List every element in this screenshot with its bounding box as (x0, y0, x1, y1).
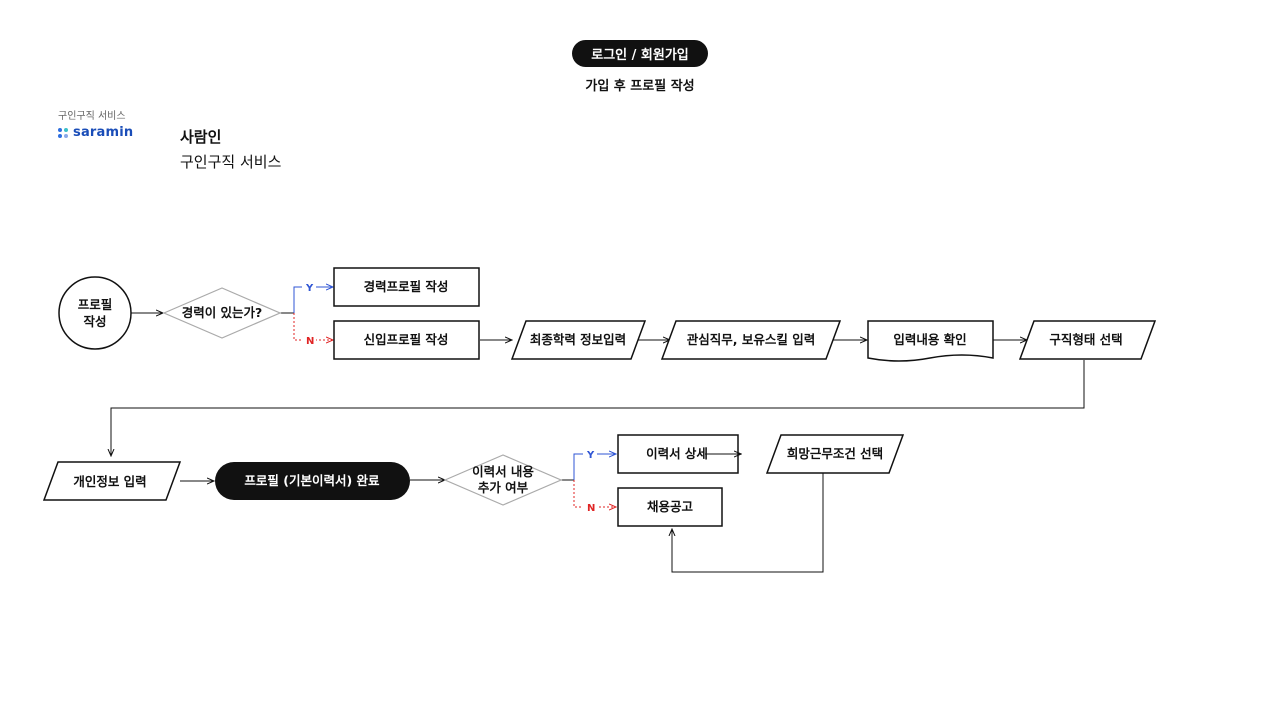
job-type-input-node: 구직형태 선택 (1018, 320, 1157, 360)
decision-career-label: 경력이 있는가? (182, 305, 263, 320)
connector-conditions-to-posting (672, 473, 824, 573)
brand-name: 사람인 (180, 128, 222, 146)
connector-jobtype-to-personal (111, 360, 1085, 456)
branch-yes-career (293, 287, 333, 313)
job-skill-label: 관심직무, 보유스킬 입력 (687, 332, 815, 347)
education-input-node: 최종학력 정보입력 (510, 320, 647, 360)
header-title-pill: 로그인 / 회원가입 (572, 40, 708, 67)
yes-label-career: Y (305, 283, 314, 294)
yes-label-resume: Y (586, 450, 595, 461)
saramin-logo: saramin (58, 125, 133, 140)
start-label-line1: 프로필 (78, 297, 113, 312)
branch-career (293, 287, 616, 507)
new-profile-node: 신입프로필 작성 (333, 320, 480, 360)
resume-detail-node: 이력서 상세 (617, 434, 741, 474)
branch-no-career (293, 313, 333, 340)
start-node: 프로필 작성 (58, 276, 132, 350)
decision-career: 경력이 있는가? (162, 287, 282, 339)
job-skill-input-node: 관심직무, 보유스킬 입력 (660, 320, 842, 360)
connectors (111, 313, 1085, 573)
confirm-document-node: 입력내용 확인 (867, 320, 994, 362)
resume-detail-label: 이력서 상세 (646, 446, 708, 461)
profile-done-node: 프로필 (기본이력서) 완료 (215, 462, 410, 500)
no-label-career: N (306, 336, 314, 347)
personal-info-input-node: 개인정보 입력 (42, 461, 182, 501)
decision-resume-label-line1: 이력서 내용 (472, 464, 534, 479)
header-subtitle: 가입 후 프로필 작성 (585, 79, 695, 94)
education-label: 최종학력 정보입력 (530, 332, 626, 347)
start-label-line2: 작성 (83, 314, 106, 329)
decision-resume-label-line2: 추가 여부 (478, 480, 529, 495)
confirm-label: 입력내용 확인 (893, 332, 966, 347)
service-tag: 구인구직 서비스 (58, 111, 126, 122)
no-label-resume: N (587, 503, 595, 514)
logo-text: saramin (73, 125, 134, 140)
career-profile-label: 경력프로필 작성 (364, 279, 449, 294)
branch-yes-resume (573, 454, 616, 480)
job-type-label: 구직형태 선택 (1049, 332, 1122, 347)
profile-done-label: 프로필 (기본이력서) 완료 (244, 473, 380, 488)
brand-description: 구인구직 서비스 (180, 153, 282, 171)
job-posting-label: 채용공고 (647, 499, 694, 514)
new-profile-label: 신입프로필 작성 (364, 332, 449, 347)
logo-dots-icon (58, 127, 68, 138)
work-conditions-label: 희망근무조건 선택 (787, 446, 883, 461)
personal-info-label: 개인정보 입력 (73, 474, 146, 489)
career-profile-node: 경력프로필 작성 (333, 267, 480, 307)
decision-resume: 이력서 내용 추가 여부 (443, 454, 563, 506)
work-conditions-input-node: 희망근무조건 선택 (765, 434, 905, 474)
job-posting-node: 채용공고 (617, 487, 723, 527)
branch-no-resume (573, 480, 616, 507)
